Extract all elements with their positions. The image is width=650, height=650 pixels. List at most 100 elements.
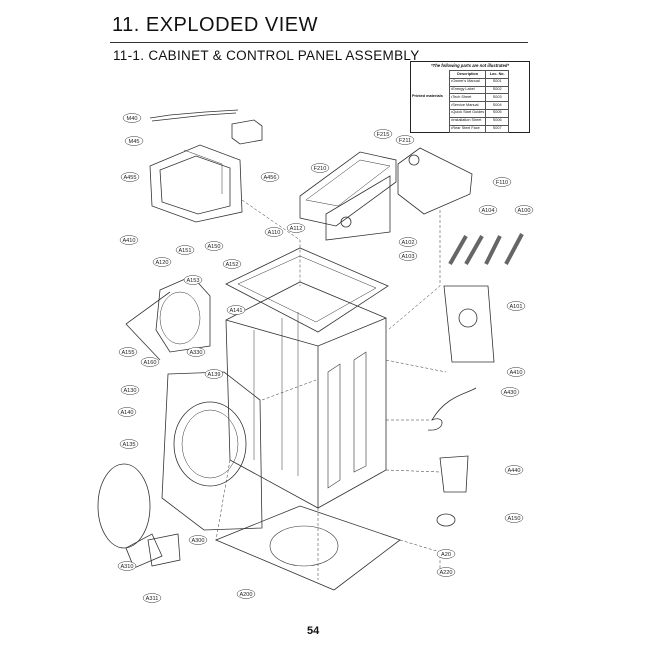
- callout-label: A155: [121, 350, 134, 356]
- callout-oval: [504, 465, 524, 475]
- power-cord-part: [427, 387, 477, 431]
- callout-label: A410: [122, 238, 135, 244]
- printed-materials-side-label: Printed materials: [412, 94, 443, 98]
- callout-oval: [119, 235, 139, 245]
- callout-oval: [117, 561, 137, 571]
- callout-oval: [140, 357, 160, 367]
- row-description: •Quick Start Guides: [448, 108, 487, 118]
- callout-oval: [120, 385, 140, 395]
- callout-c6: F211: [395, 135, 415, 145]
- callout-oval: [222, 259, 242, 269]
- callout-oval: [124, 136, 144, 146]
- callout-oval: [119, 439, 139, 449]
- callout-oval: [398, 237, 418, 247]
- callout-oval: [236, 589, 256, 599]
- door-part: [97, 463, 151, 549]
- callout-oval: [310, 163, 330, 173]
- title-divider: [110, 42, 528, 43]
- callout-label: A141: [229, 308, 242, 314]
- callout-c24: A160: [140, 357, 160, 367]
- callout-oval: [183, 275, 203, 285]
- callout-c39: A150: [504, 513, 524, 523]
- callout-label: A101: [509, 304, 522, 310]
- callout-oval: [226, 305, 246, 315]
- callout-label: A330: [189, 350, 202, 356]
- row-loc: S002: [485, 85, 510, 95]
- callout-oval: [373, 129, 393, 139]
- callout-c10: A100: [514, 205, 534, 215]
- callout-label: A300: [191, 538, 204, 544]
- page-number: 54: [307, 625, 320, 637]
- pcb-part: [149, 144, 243, 223]
- callout-c3: A455: [120, 172, 140, 182]
- row-description: •Energy Label: [448, 85, 487, 95]
- callout-c5: F215: [373, 129, 393, 139]
- row-loc: S006: [485, 116, 510, 126]
- callout-c32: A440: [504, 465, 524, 475]
- front-panel-part: [161, 371, 263, 531]
- callout-oval: [204, 369, 224, 379]
- callout-c17: A152: [222, 259, 242, 269]
- callout-oval: [398, 251, 418, 261]
- callout-label: A20: [441, 552, 451, 558]
- callout-c20: A101: [506, 301, 526, 311]
- control-panel-part: [299, 151, 397, 227]
- callout-oval: [264, 227, 284, 237]
- callout-c30: A430: [500, 387, 520, 397]
- callout-label: A455: [123, 175, 136, 181]
- callout-oval: [506, 367, 526, 377]
- callout-oval: [286, 223, 306, 233]
- callout-c29: A410: [506, 367, 526, 377]
- callout-label: A135: [122, 442, 135, 448]
- callout-label: A220: [439, 570, 452, 576]
- callout-c35: A311: [142, 593, 162, 603]
- callout-label: A150: [207, 244, 220, 250]
- row-loc: S007: [485, 124, 510, 134]
- callout-label: A100: [517, 208, 530, 214]
- callout-c22: A103: [398, 251, 418, 261]
- callout-label: A160: [143, 360, 156, 366]
- row-description: •Tech Sheet: [448, 93, 487, 103]
- callout-c11: A110: [264, 227, 284, 237]
- row-description: •Owner's Manual: [448, 77, 487, 87]
- callout-c36: A200: [236, 589, 256, 599]
- callout-oval: [117, 407, 137, 417]
- filter-cap-part: [436, 513, 456, 527]
- callout-c38: A220: [436, 567, 456, 577]
- callout-oval: [500, 387, 520, 397]
- callout-label: A112: [290, 226, 303, 232]
- callout-label: F215: [377, 132, 390, 138]
- callout-label: A130: [123, 388, 136, 394]
- callout-label: A151: [178, 248, 191, 254]
- callout-oval: [492, 177, 512, 187]
- callout-label: A310: [120, 564, 133, 570]
- callout-label: A152: [225, 262, 238, 268]
- callout-c16: A120: [152, 257, 172, 267]
- callout-c28: A140: [117, 407, 137, 417]
- column-header-loc: Loc. No.: [485, 70, 510, 79]
- callout-label: A410: [509, 370, 522, 376]
- callout-label: A200: [239, 592, 252, 598]
- callout-oval: [120, 172, 140, 182]
- pump-part: [439, 455, 469, 493]
- callout-c27: A130: [120, 385, 140, 395]
- callout-label: A140: [120, 410, 133, 416]
- callout-c8: F110: [492, 177, 512, 187]
- callout-label: F210: [314, 166, 327, 172]
- callout-label: A456: [263, 175, 276, 181]
- callout-c33: A300: [188, 535, 208, 545]
- callout-oval: [175, 245, 195, 255]
- cabinet-part: [225, 281, 387, 509]
- callout-c14: A150: [204, 241, 224, 251]
- callout-c25: A330: [186, 347, 206, 357]
- callout-oval: [152, 257, 172, 267]
- callout-label: A139: [207, 372, 220, 378]
- connector-part: [231, 119, 263, 145]
- callout-label: A120: [155, 260, 168, 266]
